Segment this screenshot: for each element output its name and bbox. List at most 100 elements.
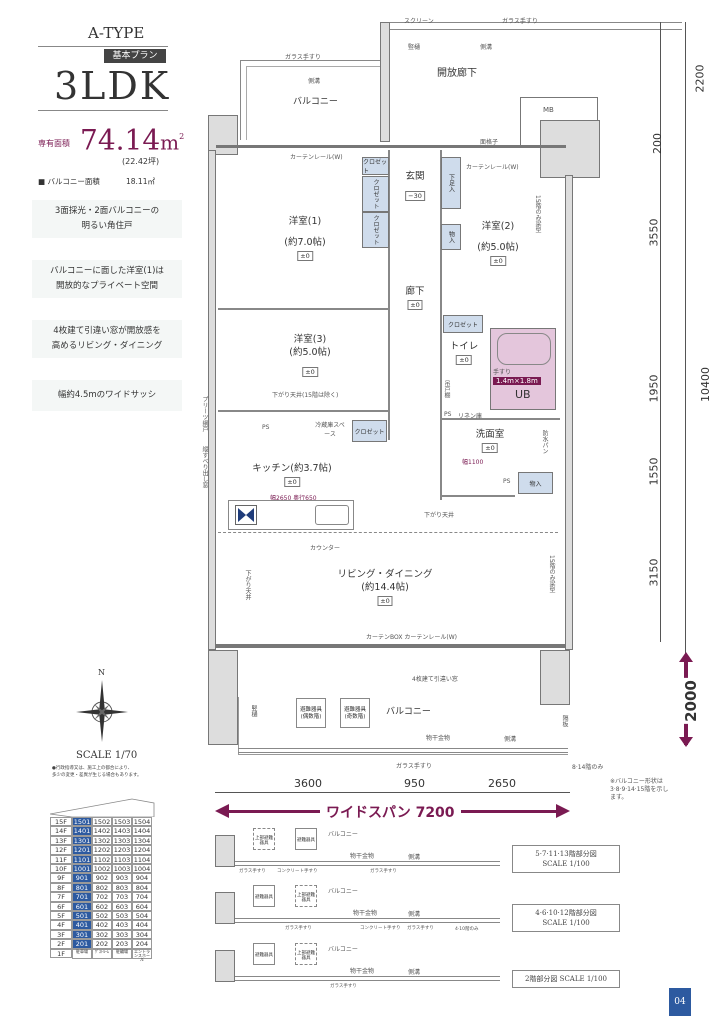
dim-200: 200 [651, 133, 664, 154]
floor-label: 13F [50, 835, 72, 846]
floor-label: 11F [50, 854, 72, 864]
label-window: 4枚建て引違い窓 [412, 676, 458, 683]
unit-cell: 401 [72, 920, 92, 930]
pillar [540, 120, 600, 178]
dim-1550: 1550 [647, 457, 661, 486]
unit-cell: 202 [92, 939, 112, 949]
label-partition: 隔板 [561, 715, 568, 727]
unit-cell: 603 [112, 901, 132, 911]
dim-3150: 3150 [647, 558, 661, 587]
unit-cell: 703 [112, 892, 132, 902]
balcony-area-label: ■ バルコニー面積 [38, 177, 100, 186]
unit-cell: 1402 [92, 826, 112, 836]
pillar [208, 650, 238, 745]
unit-cell: 701 [72, 892, 92, 902]
dim-1950: 1950 [647, 374, 661, 403]
unit-cell: 204 [132, 939, 152, 949]
unit-cell: 1001 [72, 864, 92, 874]
evac-hatch-odd: 避難器具(奇数階) [340, 698, 370, 728]
unit-cell: 902 [92, 873, 112, 883]
handrail-label: 手すり [493, 369, 512, 376]
label-mb: MB [543, 106, 554, 114]
page-number: 04 [669, 988, 691, 1016]
unit-cell: 1303 [112, 835, 132, 846]
floor-label: 14F [50, 826, 72, 836]
storage: 物入 [518, 472, 553, 494]
label-floor-only: 8·14階のみ [572, 764, 604, 771]
pillar [208, 115, 238, 155]
plan-type: A-TYPE [88, 24, 145, 42]
unit-cell: 704 [132, 892, 152, 902]
label-drop-ceiling: 下がり天井 [244, 570, 251, 600]
living-dining: リビング・ダイニング(約14.4帖)±0 [337, 569, 433, 606]
dim-3550: 3550 [647, 218, 661, 247]
closet: クロゼット [362, 176, 389, 212]
unit-cell: 1503 [112, 817, 132, 827]
area-label: 専有面積 [38, 139, 70, 148]
label-gutter: 側溝 [504, 736, 517, 743]
floor-label: 15F [50, 817, 72, 827]
label-counter: カウンター [310, 545, 341, 552]
unit-cell: 903 [112, 873, 132, 883]
entrance: 玄関−30 [405, 171, 425, 201]
unit-cell: 403 [112, 920, 132, 930]
dimension-line [685, 22, 686, 742]
unit-cell: 602 [92, 901, 112, 911]
label-drop-ceiling: 下がり天井(15階は除く) [272, 392, 339, 399]
balcony-south [238, 697, 568, 755]
unit-cell: 1101 [72, 854, 92, 864]
hallway: 廊下±0 [405, 286, 425, 310]
unit-cell: 1202 [92, 845, 112, 855]
label-curtain-box: カーテンBOX カーテンレール(W) [366, 634, 457, 641]
room-3: 洋室(3)(約5.0帖)±0 [289, 334, 331, 377]
feature-4: 幅約4.5mのワイドサッシ [32, 380, 182, 411]
unit-cell: 601 [72, 901, 92, 911]
partition [440, 418, 560, 420]
scale-label: SCALE 1/70 [76, 750, 138, 761]
divider [38, 110, 168, 111]
closet: クロゼット [352, 420, 387, 442]
divider [38, 46, 168, 47]
unit-cell: 1501 [72, 817, 92, 827]
closet: クロゼット [362, 212, 389, 248]
unit-cell: 301 [72, 929, 92, 940]
label-waterproof-pan: 防水パン [541, 430, 548, 454]
floor-label: 3F [50, 929, 72, 940]
balcony-area-value: 18.11㎡ [126, 177, 155, 186]
unit-cell: 1201 [72, 845, 92, 855]
toilet: トイレ±0 [449, 341, 479, 365]
unit-cell: 1401 [72, 826, 92, 836]
label-window-type: 縦すべり出し窓 [201, 446, 208, 488]
unit-bath: 1.4m×1.8m UB 手すり [490, 328, 556, 410]
label-glass-rail: ガラス手すり [396, 763, 432, 770]
dimension-line [215, 792, 570, 793]
wall-north [216, 145, 566, 148]
label-gutter: 側溝 [308, 78, 321, 85]
partition [440, 495, 515, 497]
rail-line [238, 748, 568, 753]
label-ps: PS [444, 411, 452, 418]
unit-cell: 1102 [92, 854, 112, 864]
label-beam: 15階のみ梁型 [548, 555, 555, 593]
partial-plan-3: 避難器具 上部避難器具 バルコニー 物干金物 側溝 ガラス手すり [215, 940, 500, 989]
unit-cell: 803 [112, 882, 132, 893]
label-curtain-rail: カーテンレール(W) [466, 164, 519, 171]
unit-cell: 1004 [132, 864, 152, 874]
unit-cell: 503 [112, 911, 132, 921]
kitchen: キッチン(約3.7帖)±0 [252, 463, 332, 487]
dim-balcony-2000: 2000 [681, 678, 700, 724]
unit-cell: 504 [132, 911, 152, 921]
label-kitchen-size: 幅2650 奥行650 [270, 495, 317, 502]
unit-cell: 駐輪場 [112, 948, 132, 959]
bathtub-icon [497, 333, 551, 365]
label-wash-width: 幅1100 [462, 459, 484, 466]
wall-east [565, 175, 573, 650]
plan-badge: 基本プラン [104, 49, 166, 63]
floor-label: 5F [50, 911, 72, 921]
feature-1: 3面採光・2面バルコニーの明るい角住戸 [32, 200, 182, 238]
room-1: 洋室(1)(約7.0帖)±0 [284, 216, 326, 261]
floor-label: 9F [50, 873, 72, 883]
partial-plan-2: 避難器具 上部避難器具 バルコニー 物干金物 側溝 ガラス手すり コンクリート手… [215, 882, 500, 932]
